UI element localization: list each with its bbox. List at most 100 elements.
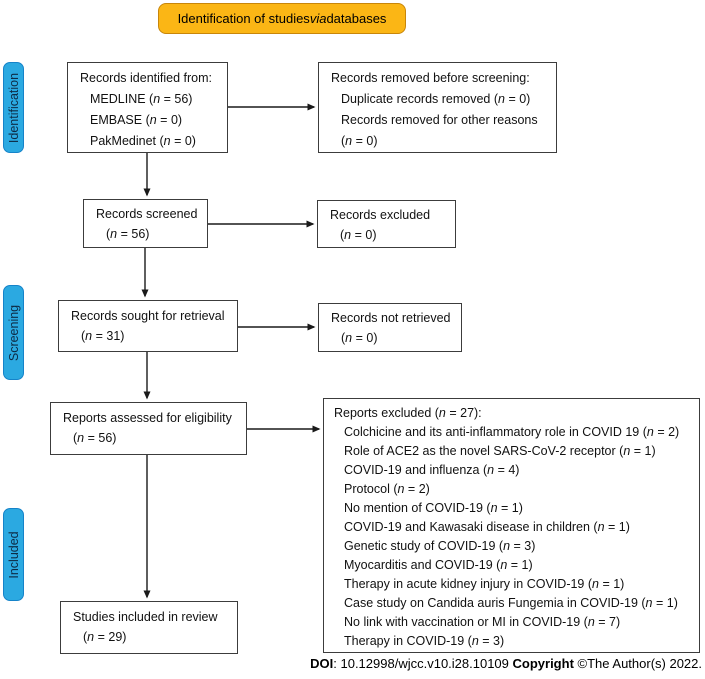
text-segment: Case study on Candida auris Fungemia in …: [344, 596, 646, 610]
box-reports-assessed-for-eligibility: Reports assessed for eligibility (n = 56): [50, 402, 247, 455]
banner-identification-via-databases: Identification of studies via databases: [158, 3, 406, 34]
text-segment: n: [110, 227, 118, 241]
text-line: No link with vaccination or MI in COVID-…: [334, 613, 693, 632]
text-segment: n: [645, 596, 653, 610]
text-segment: COVID-19 and Kawasaki disease in childre…: [344, 520, 598, 534]
text-segment: n: [153, 92, 161, 106]
stage-label-text: Screening: [6, 304, 21, 361]
text-segment: COVID-19 and influenza (: [344, 463, 488, 477]
text-line: Case study on Candida auris Fungemia in …: [334, 594, 693, 613]
text-segment: n: [77, 431, 85, 445]
text-segment: = 1): [598, 577, 625, 591]
text-segment: = 29): [94, 630, 127, 644]
text-line: MEDLINE (n = 56): [80, 89, 221, 110]
box-records-screened: Records screened(n = 56): [83, 199, 208, 248]
box-studies-included-in-review: Studies included in review (n = 29): [60, 601, 238, 654]
text-line: Records identified from:: [80, 68, 221, 89]
text-line: COVID-19 and Kawasaki disease in childre…: [334, 518, 693, 537]
text-segment: = 3): [478, 634, 505, 648]
text-line: Reports excluded (n = 27):: [334, 404, 693, 423]
doi-copyright-line: DOI: 10.12998/wjcc.v10.i28.10109 Copyrig…: [310, 656, 702, 671]
text-segment: Protocol (: [344, 482, 398, 496]
text-segment: Reports assessed for eligibility: [63, 411, 232, 425]
text-segment: n: [490, 501, 498, 515]
text-line: Records sought for retrieval: [71, 306, 231, 326]
text-line: (n = 0): [330, 225, 449, 245]
text-segment: No link with vaccination or MI in COVID-…: [344, 615, 588, 629]
text-segment: = 0): [351, 228, 377, 242]
text-line: Protocol (n = 2): [334, 480, 693, 499]
text-segment: (: [73, 431, 78, 445]
box-records-sought-for-retrieval: Records sought for retrieval (n = 31): [58, 300, 238, 352]
text-segment: Studies included in review: [73, 610, 218, 624]
text-segment: Myocarditis and COVID-19 (: [344, 558, 501, 572]
text-segment: n: [85, 329, 93, 343]
text-line: Records not retrieved: [331, 308, 455, 328]
text-line: Therapy in acute kidney injury in COVID-…: [334, 575, 693, 594]
text-segment: = 0): [352, 331, 378, 345]
text-segment: Records sought for retrieval: [71, 309, 225, 323]
text-segment: = 0): [504, 92, 531, 106]
box-records-identified: Records identified from:MEDLINE (n = 56)…: [67, 62, 228, 153]
text-segment: n: [623, 444, 631, 458]
text-segment: n: [503, 539, 511, 553]
text-segment: = 2): [404, 482, 430, 496]
text-segment: (: [341, 331, 346, 345]
text-segment: = 1): [497, 501, 523, 515]
text-segment: Identification of studies: [177, 11, 310, 26]
text-segment: n: [471, 634, 479, 648]
text-line: Role of ACE2 as the novel SARS-CoV-2 rec…: [334, 442, 693, 461]
text-segment: = 7): [594, 615, 621, 629]
text-line: (n = 56): [63, 428, 240, 448]
text-segment: Records not retrieved: [331, 311, 451, 325]
text-segment: n: [597, 520, 605, 534]
stage-label-text: Included: [6, 530, 21, 579]
text-segment: ©The Author(s) 2022.: [573, 656, 702, 671]
text-line: No mention of COVID-19 (n = 1): [334, 499, 693, 518]
text-segment: PakMedinet (: [90, 134, 164, 148]
text-line: Myocarditis and COVID-19 (n = 1): [334, 556, 693, 575]
text-segment: Duplicate records removed (: [341, 92, 499, 106]
text-segment: = 0): [352, 134, 378, 148]
text-segment: (: [81, 329, 86, 343]
text-segment: n: [345, 331, 353, 345]
text-segment: n: [438, 406, 446, 420]
text-segment: = 1): [630, 444, 656, 458]
stage-label-identification: Identification: [3, 62, 24, 153]
text-segment: EMBASE (: [90, 113, 150, 127]
text-segment: = 56): [160, 92, 193, 106]
text-segment: = 1): [652, 596, 678, 610]
text-segment: n: [397, 482, 405, 496]
text-line: Colchicine and its anti-inflammatory rol…: [334, 423, 693, 442]
text-line: (n = 31): [71, 326, 231, 346]
text-segment: n: [587, 615, 595, 629]
text-line: Records removed for other reasons: [331, 110, 550, 131]
text-line: (n = 0): [331, 328, 455, 348]
text-segment: Genetic study of COVID-19 (: [344, 539, 504, 553]
text-segment: via: [309, 11, 327, 26]
box-reports-excluded-list: Reports excluded (n = 27):Colchicine and…: [323, 398, 700, 653]
text-line: COVID-19 and influenza (n = 4): [334, 461, 693, 480]
stage-label-screening: Screening: [3, 285, 24, 380]
text-segment: (: [83, 630, 88, 644]
stage-label-text: Identification: [6, 72, 21, 143]
text-segment: Records excluded: [330, 208, 431, 222]
text-segment: = 2): [653, 425, 680, 439]
text-line: (n = 29): [73, 627, 231, 647]
text-line: (n = 56): [96, 224, 201, 244]
text-segment: Role of ACE2 as the novel SARS-CoV-2 rec…: [344, 444, 624, 458]
text-segment: n: [646, 425, 654, 439]
text-segment: n: [149, 113, 157, 127]
box-records-not-retrieved: Records not retrieved (n = 0): [318, 303, 462, 352]
text-line: Reports assessed for eligibility: [63, 408, 240, 428]
text-segment: (: [340, 228, 345, 242]
text-line: Genetic study of COVID-19 (n = 3): [334, 537, 693, 556]
text-segment: databases: [326, 11, 387, 26]
text-segment: n: [345, 134, 353, 148]
text-segment: Records identified from:: [80, 71, 213, 85]
text-segment: : 10.12998/wjcc.v10.i28.10109: [333, 656, 513, 671]
text-segment: MEDLINE (: [90, 92, 154, 106]
text-segment: No mention of COVID-19 (: [344, 501, 491, 515]
text-segment: = 56): [117, 227, 150, 241]
text-line: PakMedinet (n = 0): [80, 131, 221, 152]
